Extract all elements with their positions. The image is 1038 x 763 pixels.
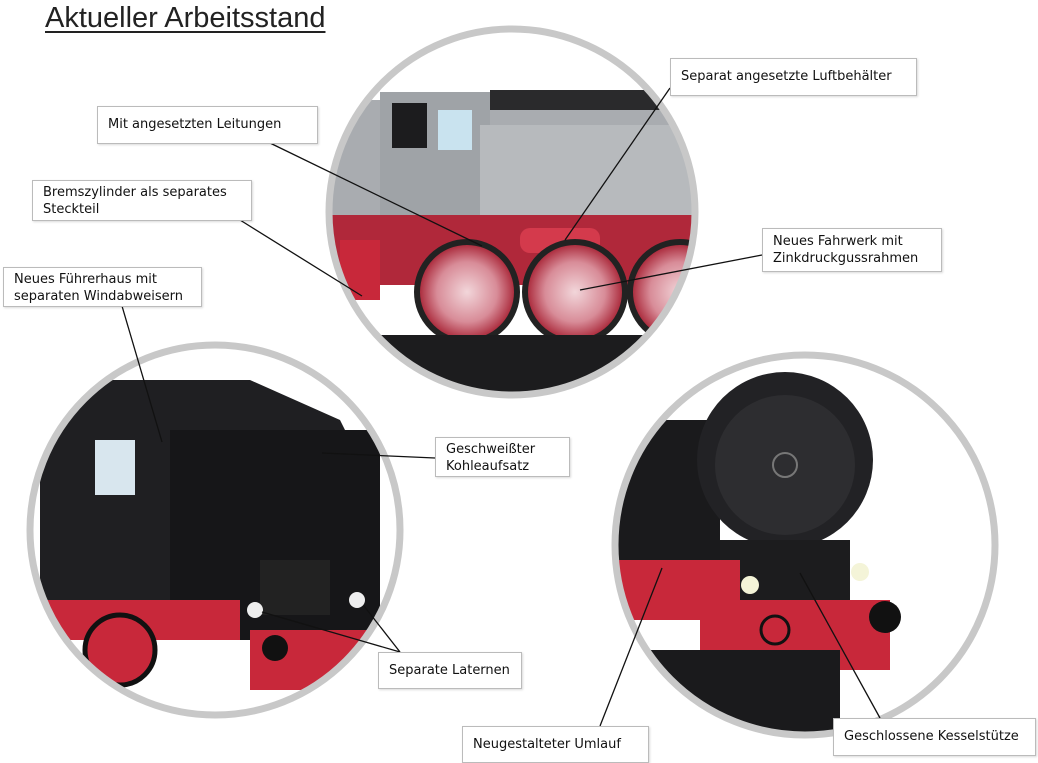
callout-luftbehaelter: Separat angesetzte Luftbehälter — [670, 58, 917, 96]
callout-text: Neugestalteter Umlauf — [473, 737, 621, 752]
right-detail-image — [615, 355, 995, 735]
callout-fuehrerhaus: Neues Führerhaus mit separaten Windabweis… — [3, 267, 202, 307]
page-title: Aktueller Arbeitsstand — [45, 2, 326, 34]
callout-text: Zinkdruckgussrahmen — [773, 251, 919, 266]
callout-text: Geschweißter — [446, 442, 536, 457]
callout-text: Neues Fahrwerk mit — [773, 234, 903, 249]
callout-umlauf: Neugestalteter Umlauf — [462, 726, 649, 763]
callout-leitungen: Mit angesetzten Leitungen — [97, 106, 318, 144]
callout-text: Steckteil — [43, 202, 100, 217]
callout-kesselstuetze: Geschlossene Kesselstütze — [833, 718, 1036, 756]
callout-text: Separat angesetzte Luftbehälter — [681, 69, 892, 84]
callout-text: Geschlossene Kesselstütze — [844, 729, 1019, 744]
callout-text: Bremszylinder als separates — [43, 185, 227, 200]
callout-laternen: Separate Laternen — [378, 652, 522, 689]
callout-text: Mit angesetzten Leitungen — [108, 117, 282, 132]
left-detail-image — [30, 345, 400, 715]
callout-text: separaten Windabweisern — [14, 289, 184, 304]
callout-text: Kohleaufsatz — [446, 459, 530, 474]
callout-text: Separate Laternen — [389, 663, 510, 678]
leader-lines — [121, 87, 881, 727]
callout-text: Neues Führerhaus mit — [14, 272, 158, 287]
